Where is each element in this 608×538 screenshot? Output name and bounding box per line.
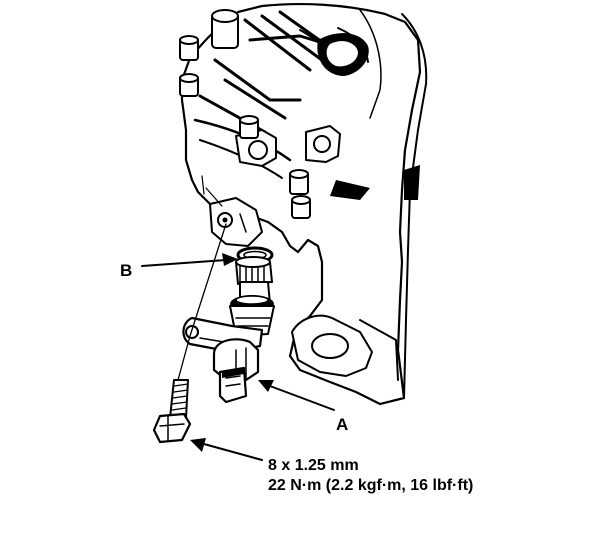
- bolt-size-label: 8 x 1.25 mm: [268, 457, 359, 474]
- housing-stud-4: [239, 115, 259, 139]
- mounting-bolt: [152, 379, 192, 444]
- housing-stud-3: [179, 73, 199, 97]
- callout-a-label: A: [336, 415, 348, 434]
- speed-sensor-a: [182, 256, 275, 404]
- housing-stud-2: [179, 35, 199, 61]
- housing-stud-6: [291, 195, 311, 219]
- callout-b-label: B: [120, 261, 132, 280]
- bolt-torque-label: 22 N·m (2.2 kgf·m, 16 lbf·ft): [268, 477, 473, 494]
- housing-stud-1: [211, 9, 239, 49]
- housing-stud-5: [289, 169, 309, 195]
- callout-arrow-bolt: [190, 438, 263, 461]
- callout-arrow-a: [258, 380, 335, 411]
- callout-arrow-b: [141, 253, 238, 267]
